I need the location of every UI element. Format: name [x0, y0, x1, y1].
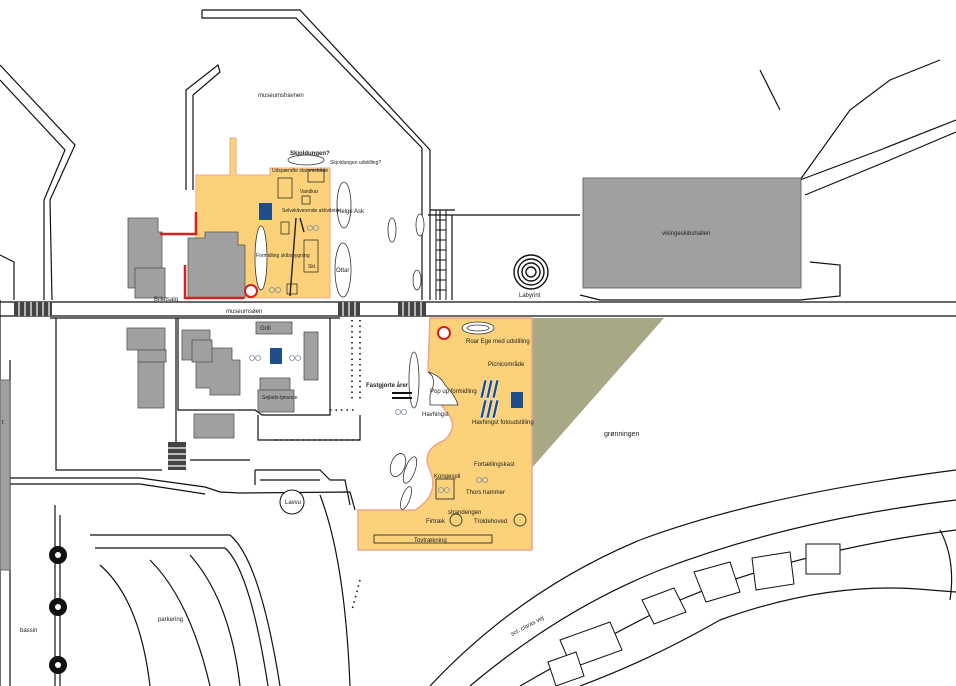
label-roar-ege: Roar Ege med udstilling [466, 339, 530, 345]
label-billetsalg: Billetsalg [154, 297, 178, 303]
bicycle-icon [249, 225, 488, 493]
oars [392, 392, 412, 399]
labyrint-icon [513, 254, 549, 290]
label-skjoldungen-udstilling: Skjoldungen udstilling? [330, 160, 381, 166]
dotted-paths [275, 320, 361, 611]
pop-up-pocket [427, 371, 459, 406]
map-labels: museumshavnen Skjoldungen? Skjoldungen u… [2, 93, 710, 638]
label-edge-t: t [2, 420, 4, 426]
activity-boxes-north [277, 169, 325, 295]
label-firtraek: Firtræk [426, 519, 446, 525]
label-helge-ask: Helge Ask [337, 209, 365, 215]
label-tovtraekning: Tovtrækning [414, 538, 447, 544]
label-pop-up: Pop up formidling [430, 389, 477, 395]
label-thors-hammer: Thors hammer [466, 490, 505, 496]
label-selvkoerende: Selvskitverende aktiviteter [282, 208, 340, 214]
harbour-ladder [435, 210, 447, 300]
label-picnic: Picnicområde [488, 361, 525, 368]
label-kongespil: Kongespil [434, 474, 460, 480]
event-area-south [357, 317, 533, 551]
green-field-wedge [530, 318, 664, 470]
label-troldehoved: Troldehoved [474, 519, 507, 525]
label-vandkar: Vandkar [300, 189, 319, 195]
label-sejlads: Sejlads-tjeneste [262, 395, 298, 401]
label-havhingst: Havhingst [422, 412, 449, 418]
tree-icon-inner [55, 552, 61, 668]
label-vikingeskibshallen: vikingeskibshallen [662, 231, 710, 237]
base-outlines [0, 9, 956, 686]
label-parkering: parkering [158, 617, 183, 623]
label-skjoldungen: Skjoldungen? [290, 151, 330, 157]
label-skl: Skl. [308, 264, 316, 270]
label-fastgjorte-aarer: Fastgjorte årer [366, 382, 409, 389]
label-groenningen: grønningen [604, 431, 640, 438]
houses [547, 543, 841, 686]
no-entry-sign-icon [244, 284, 451, 340]
label-lavvu: Lavvu [285, 500, 301, 506]
label-museumsoeen: museumsøen [226, 309, 262, 315]
label-museumshavnen: museumshavnen [258, 93, 304, 99]
label-bassin: bassin [20, 628, 37, 634]
label-labyrint: Labyrint [519, 293, 541, 299]
info-board-icon [259, 203, 523, 408]
label-sct-claras-vej: sct. claras vej [510, 615, 545, 637]
ship-ellipses [254, 154, 495, 510]
havhingst-panels [479, 379, 500, 419]
label-strandengen: strandengen [448, 510, 481, 516]
label-grill: Grill [260, 326, 271, 332]
label-fortaellingskast: Fortællingskast [474, 462, 515, 468]
red-route [160, 212, 244, 300]
lavvu-circle [279, 489, 305, 515]
label-ottar: Ottar [336, 268, 349, 274]
label-formidling: Formidling skibsbygning [256, 253, 310, 259]
crosswalk-stripes [18, 302, 422, 467]
activity-lines [289, 217, 305, 297]
label-havhingst-foto: Havhingst fotoudstilling [472, 420, 534, 426]
label-udspaendte: Udspændte stammebåde [272, 167, 328, 174]
buildings [0, 177, 802, 571]
